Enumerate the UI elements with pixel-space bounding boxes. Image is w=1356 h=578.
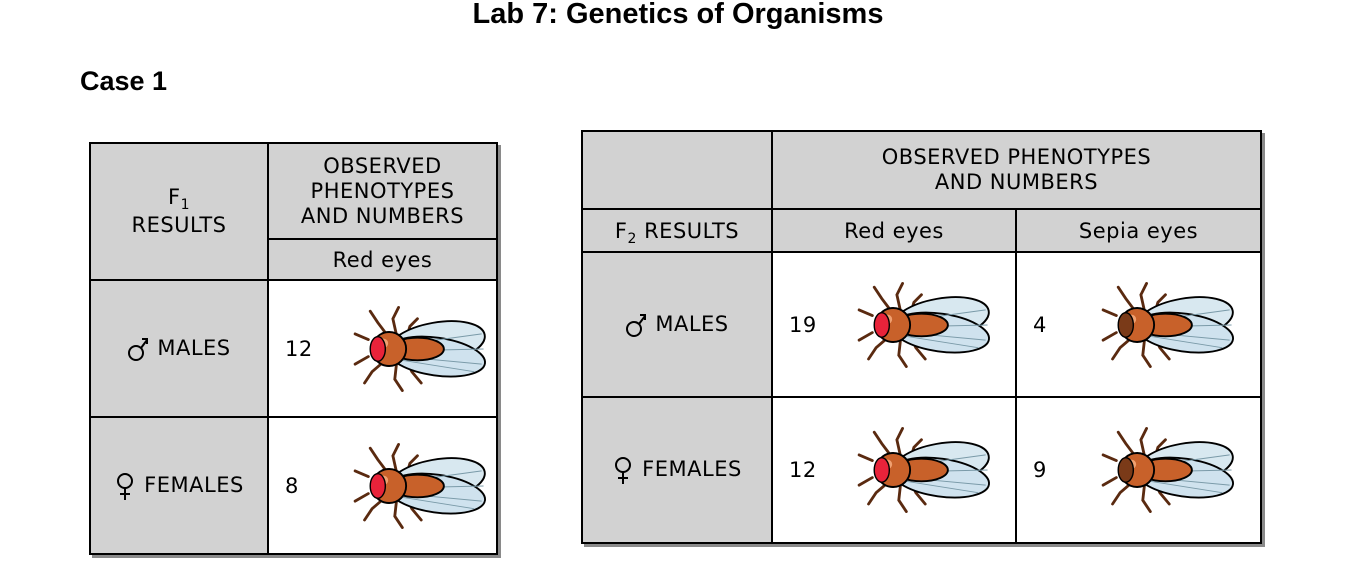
f2-results-header: F2 RESULTS — [581, 208, 773, 253]
f1-results-word: RESULTS — [131, 213, 227, 237]
f2-subscript: 2 — [627, 230, 637, 247]
f2-female-sepia-count: 9 — [1033, 458, 1047, 482]
f2-female-red-cell: 12 — [771, 396, 1017, 544]
f2-col-sepia-eyes: Sepia eyes — [1015, 208, 1262, 253]
f1-male-red-count: 12 — [285, 336, 313, 361]
f2-male-sepia-cell: 4 — [1015, 251, 1262, 398]
f1-row-females: FEMALES — [89, 416, 269, 555]
fly-red-eyes-icon — [857, 427, 994, 513]
f2-male-sepia-count: 4 — [1033, 312, 1047, 337]
fly-sepia-eyes-icon — [1101, 281, 1238, 368]
female-symbol-icon — [114, 471, 136, 501]
f2-females-label: FEMALES — [642, 457, 742, 481]
case-heading: Case 1 — [80, 66, 168, 96]
f2-row-males: MALES — [581, 251, 773, 398]
f1-header-line2: PHENOTYPES — [310, 178, 455, 203]
f1-col-red-eyes: Red eyes — [267, 238, 498, 281]
f2-label: F — [614, 218, 628, 243]
f2-col-red-eyes: Red eyes — [771, 208, 1017, 253]
f1-results-table: F1 RESULTS OBSERVED PHENOTYPES AND NUMBE… — [89, 142, 498, 555]
f2-male-red-count: 19 — [789, 312, 817, 337]
f1-header-line1: OBSERVED — [323, 153, 442, 178]
f1-observed-header: OBSERVED PHENOTYPES AND NUMBERS — [267, 142, 498, 240]
male-symbol-icon — [127, 334, 149, 364]
f2-corner-cell — [581, 130, 773, 210]
fly-sepia-eyes-icon — [1101, 427, 1238, 513]
f2-female-red-count: 12 — [789, 458, 817, 482]
f1-males-label: MALES — [157, 335, 231, 360]
fly-red-eyes-icon — [353, 442, 490, 529]
f2-row-females: FEMALES — [581, 396, 773, 544]
female-symbol-icon — [612, 455, 634, 485]
f2-observed-header: OBSERVED PHENOTYPES AND NUMBERS — [771, 130, 1262, 210]
male-symbol-icon — [625, 310, 647, 340]
f2-header-line2: AND NUMBERS — [934, 170, 1099, 194]
f1-row-males: MALES — [89, 279, 269, 418]
f2-results-table: OBSERVED PHENOTYPES AND NUMBERS F2 RESUL… — [581, 130, 1262, 544]
f2-males-label: MALES — [655, 311, 729, 336]
f1-females-label: FEMALES — [144, 472, 244, 497]
f1-female-red-cell: 8 — [267, 416, 498, 555]
f1-label: F — [167, 185, 181, 209]
f1-female-red-count: 8 — [285, 473, 299, 498]
page-title: Lab 7: Genetics of Organisms — [472, 0, 884, 30]
f2-header-line1: OBSERVED PHENOTYPES — [881, 145, 1152, 169]
f2-results-word: RESULTS — [644, 218, 740, 243]
fly-red-eyes-icon — [857, 281, 994, 368]
f1-header-line3: AND NUMBERS — [300, 203, 465, 228]
f1-male-red-cell: 12 — [267, 279, 498, 418]
f1-subscript: 1 — [180, 197, 190, 213]
f2-male-red-cell: 19 — [771, 251, 1017, 398]
f2-female-sepia-cell: 9 — [1015, 396, 1262, 544]
fly-red-eyes-icon — [353, 305, 490, 392]
f1-results-header: F1 RESULTS — [89, 142, 269, 281]
